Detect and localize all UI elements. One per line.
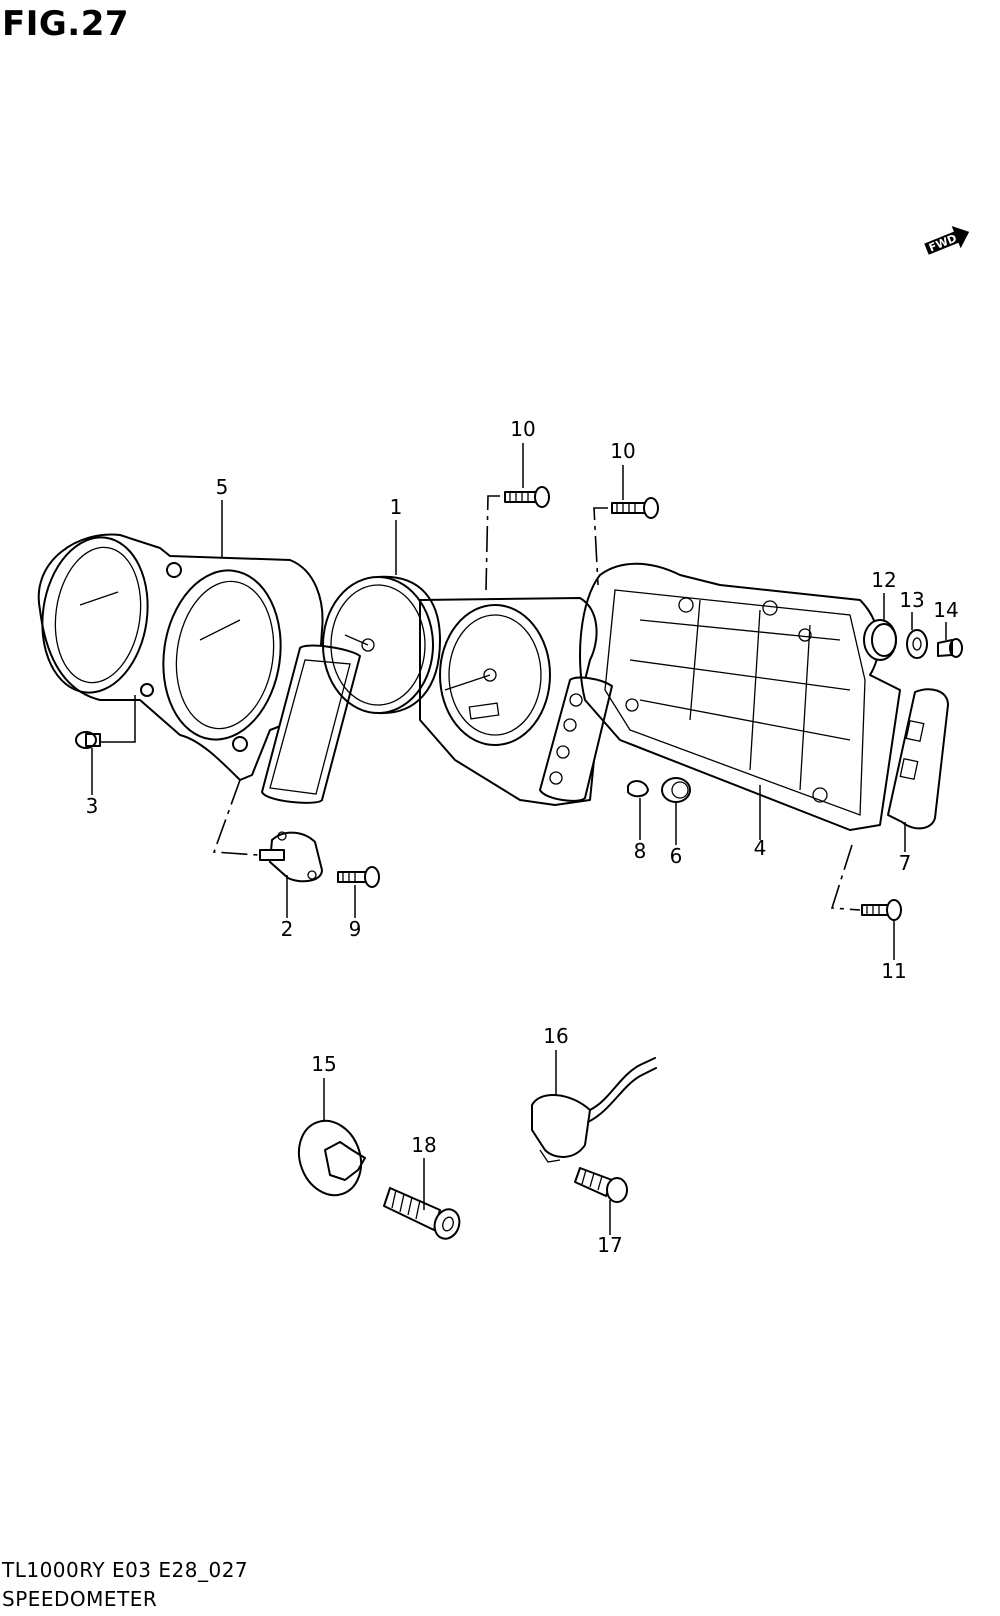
callout-13: 13 xyxy=(899,588,924,612)
part-12-grommet xyxy=(863,619,897,661)
part-8-bulb xyxy=(627,780,649,798)
part-7-plate xyxy=(887,688,949,830)
callout-10b: 10 xyxy=(610,439,635,463)
callout-12: 12 xyxy=(871,568,896,592)
figure-title: FIG.27 xyxy=(2,4,130,44)
callout-10a: 10 xyxy=(510,417,535,441)
part-1-meter-assembly xyxy=(322,575,613,806)
fwd-arrow-icon: FWD xyxy=(924,226,970,255)
callout-14: 14 xyxy=(933,598,958,622)
callout-4: 4 xyxy=(754,836,767,860)
callout-6: 6 xyxy=(670,844,683,868)
callout-9: 9 xyxy=(349,917,362,941)
part-13-washer xyxy=(906,629,928,659)
callout-1: 1 xyxy=(390,495,403,519)
callout-3: 3 xyxy=(86,794,99,818)
part-9-screw xyxy=(337,866,380,888)
part-5-meter-cover xyxy=(37,533,361,804)
callout-7: 7 xyxy=(899,851,912,875)
callout-15: 15 xyxy=(311,1052,336,1076)
footer-section-name: SPEEDOMETER xyxy=(2,1587,158,1611)
callout-labels: 1 2 3 4 5 6 7 8 9 10 10 11 12 13 14 15 1… xyxy=(86,417,959,1257)
part-6-bulb-socket xyxy=(661,777,691,803)
callout-8: 8 xyxy=(634,839,647,863)
callout-5: 5 xyxy=(216,475,229,499)
part-2-socket-holder xyxy=(259,831,323,883)
callout-17: 17 xyxy=(597,1233,622,1257)
leader-lines xyxy=(91,443,947,1235)
callout-16: 16 xyxy=(543,1024,568,1048)
footer-model-code: TL1000RY E03 E28_027 xyxy=(2,1558,249,1582)
callout-18: 18 xyxy=(411,1133,436,1157)
callout-2: 2 xyxy=(281,917,294,941)
part-10-screw-left xyxy=(504,486,550,508)
part-17-bolt xyxy=(574,1167,628,1203)
part-3-nut xyxy=(75,731,101,749)
part-15-gear-plate xyxy=(297,1119,366,1197)
part-11-screw xyxy=(861,899,902,921)
fwd-badge-text: FWD xyxy=(927,232,959,255)
assembly-dash-lines xyxy=(212,495,861,911)
part-10-screw-right xyxy=(611,497,659,519)
part-14-nut xyxy=(937,638,963,658)
part-16-sensor xyxy=(531,1057,657,1163)
part-18-bolt xyxy=(383,1187,461,1240)
callout-11: 11 xyxy=(881,959,906,983)
